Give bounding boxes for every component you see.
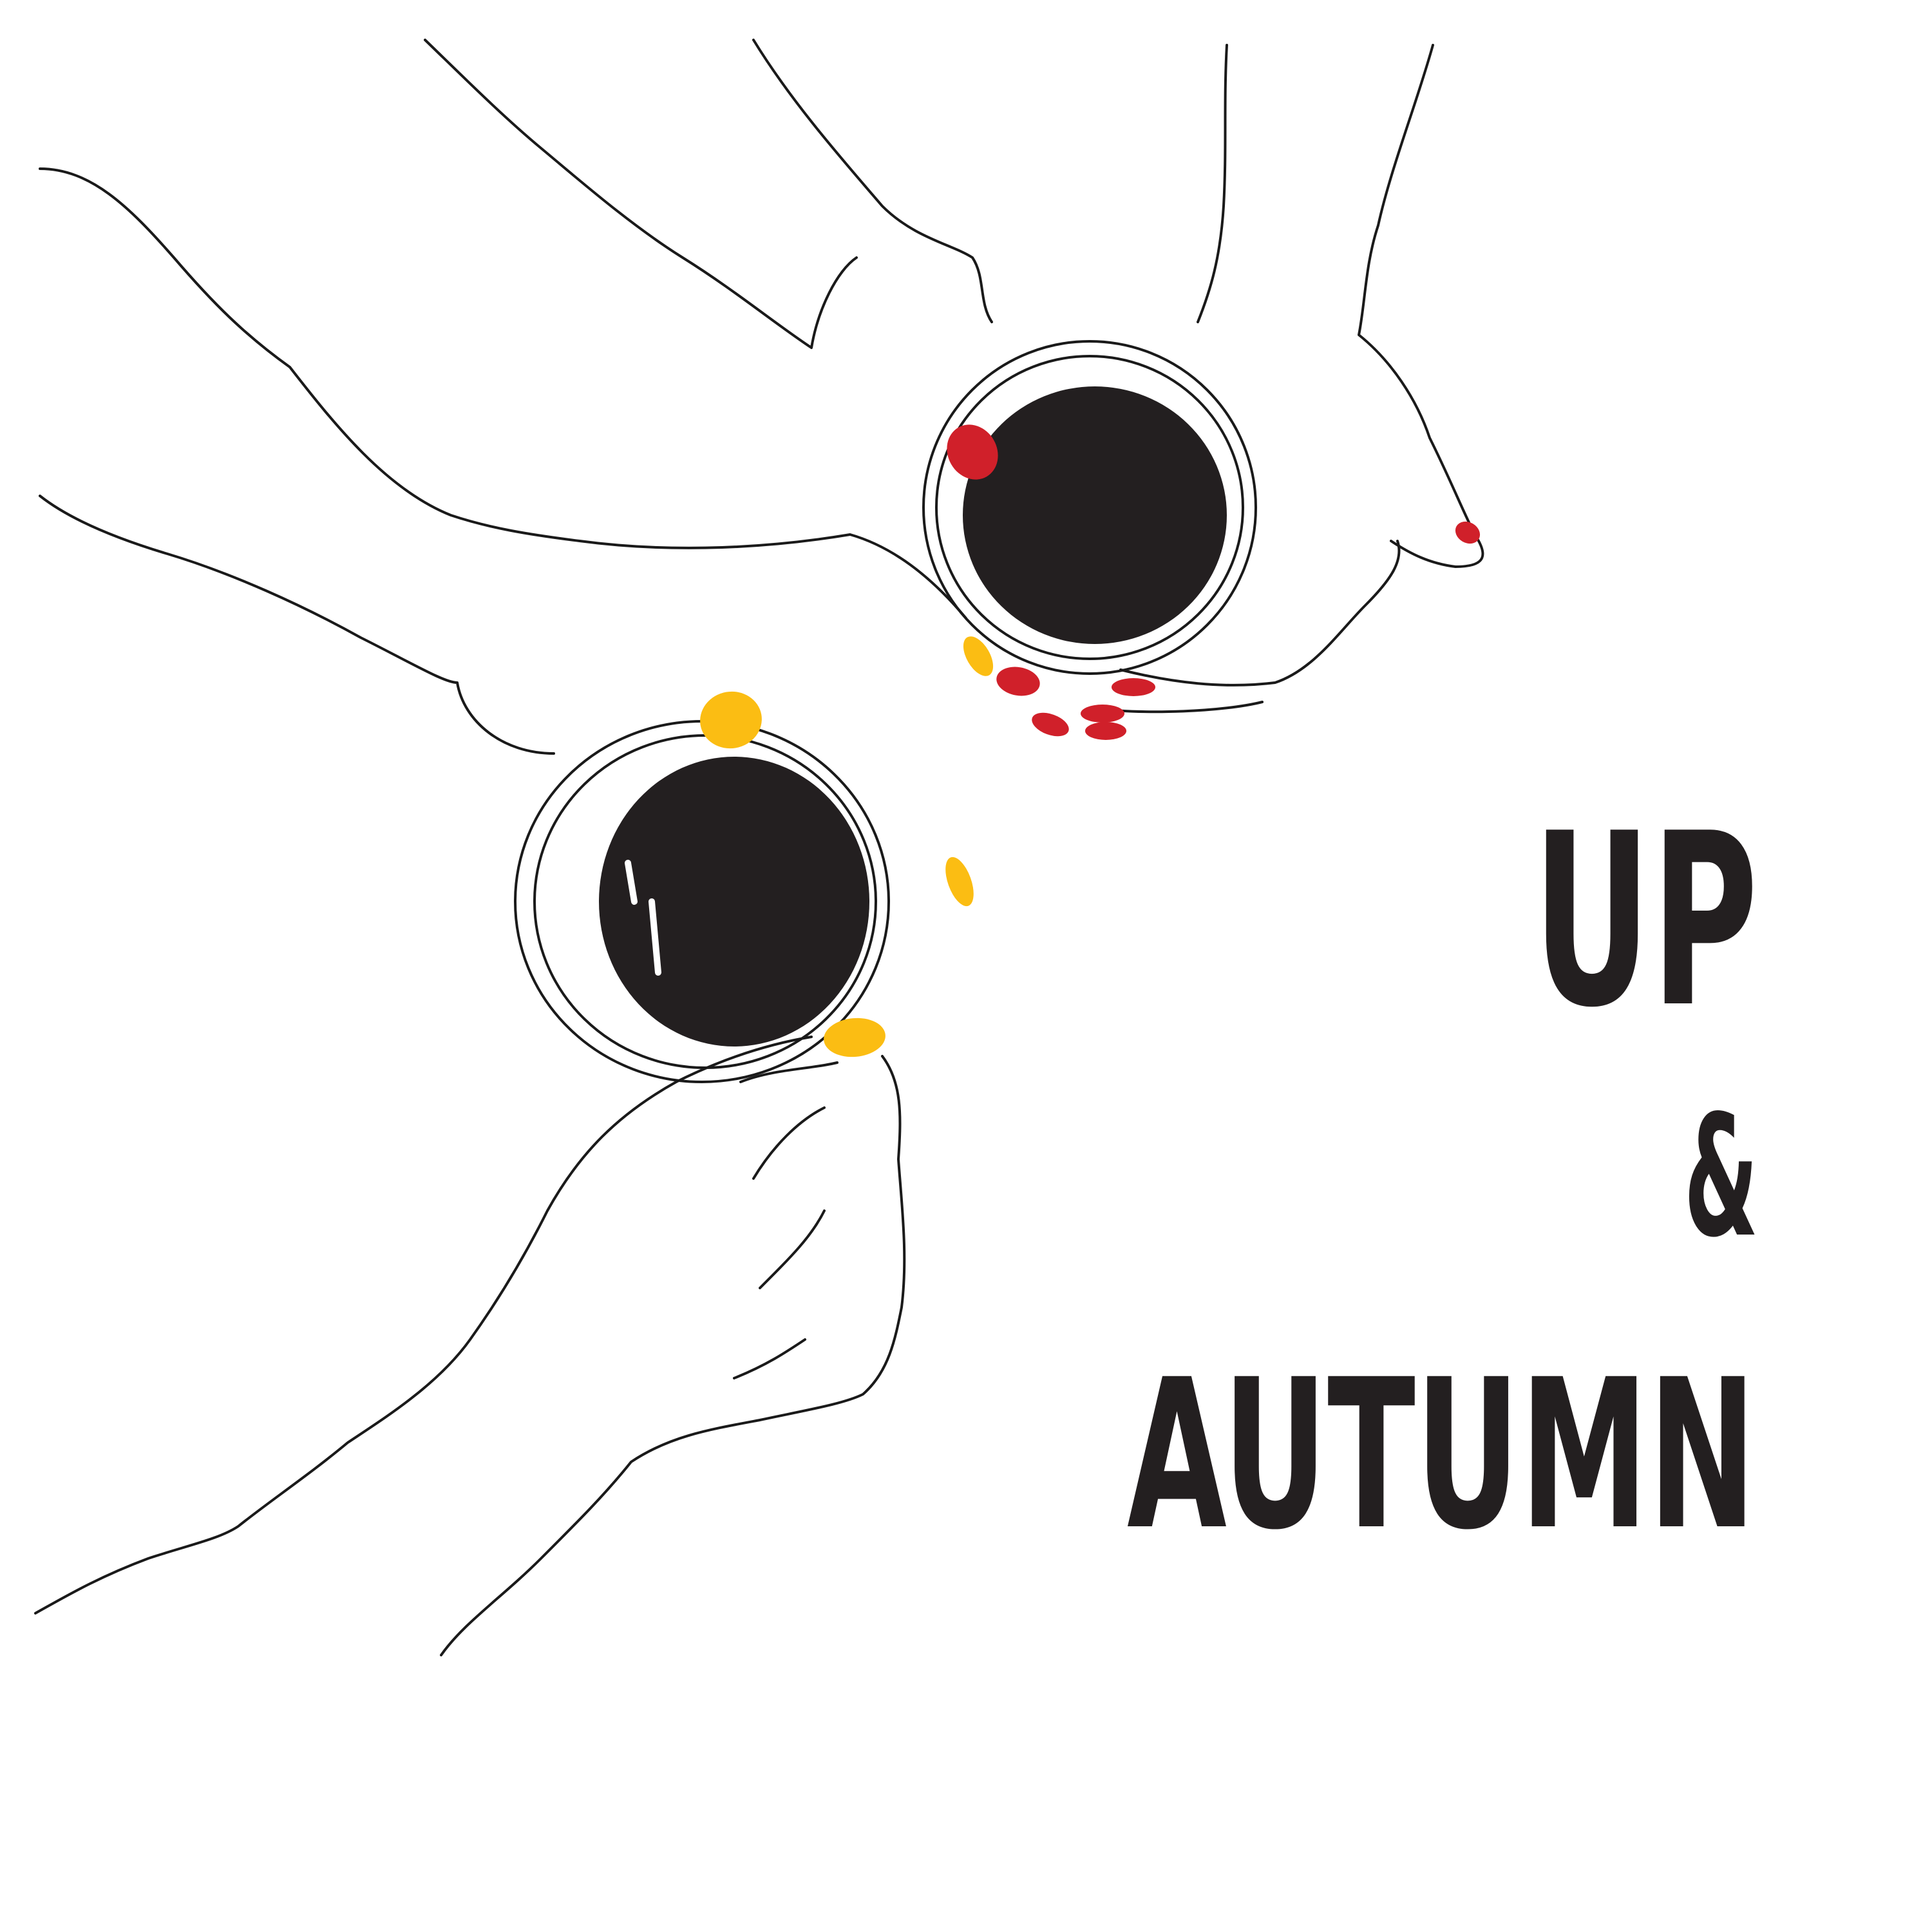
title-up: UP	[1533, 783, 1758, 1060]
arm-bottom-left	[34, 1036, 813, 1615]
yellow-nail	[963, 636, 994, 676]
arm-bottom-center	[440, 1055, 906, 1656]
cup-top-rim-inner	[935, 355, 1244, 660]
arm-top-right-b	[1358, 44, 1484, 568]
arm-left-lower	[39, 495, 555, 755]
arm-top-middle	[752, 39, 993, 323]
yellow-nail	[945, 857, 974, 907]
red-nail	[1032, 712, 1069, 737]
cup-top-rim-outer	[922, 340, 1257, 675]
arm-top-right-a	[1197, 44, 1228, 323]
red-nail	[1085, 722, 1126, 740]
red-nail	[1112, 678, 1155, 696]
nail-polish	[700, 424, 1481, 1057]
red-nail	[996, 667, 1040, 696]
title-ampersand: &	[1684, 1080, 1758, 1274]
hand-bottom-fingers	[733, 1061, 838, 1379]
cup-bottom-highlight	[625, 860, 661, 976]
cup-top	[922, 340, 1257, 675]
red-nail	[947, 424, 998, 480]
title-autumn: AUTUMN	[1127, 1336, 1756, 1575]
yellow-nail	[700, 691, 762, 749]
red-nail	[1081, 705, 1124, 723]
red-nail	[1455, 521, 1481, 544]
arm-outlines	[34, 39, 1484, 1656]
cup-bottom-coffee	[599, 757, 869, 1046]
arm-top-left	[39, 167, 967, 620]
cup-top-coffee	[963, 386, 1227, 644]
yellow-nail	[824, 1018, 886, 1057]
arm-top-center	[424, 39, 858, 349]
